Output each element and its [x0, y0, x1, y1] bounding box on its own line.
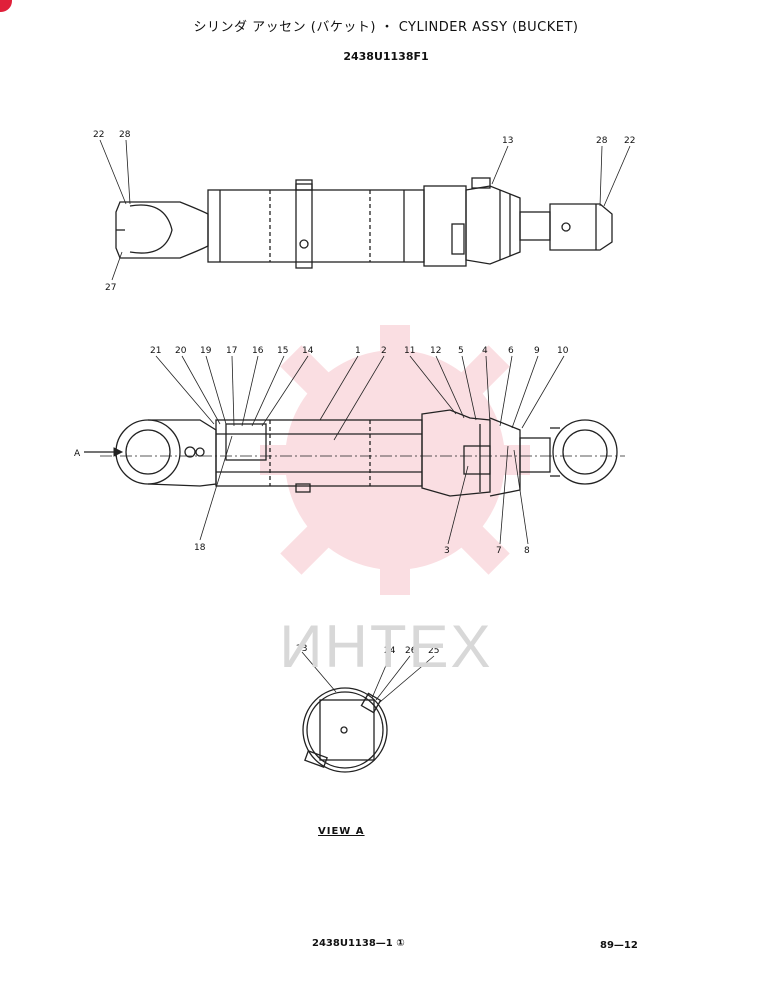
view-a-label: VIEW A: [318, 826, 365, 837]
callout-23: 23: [296, 644, 307, 654]
watermark-text: ИНТЕХ: [279, 613, 493, 680]
callout-9: 9: [534, 346, 540, 356]
arrow-a-label: A: [74, 449, 81, 459]
callout-3: 3: [444, 546, 450, 556]
callout-1: 1: [355, 346, 361, 356]
callout-10: 10: [557, 346, 569, 356]
callout-24: 24: [384, 646, 396, 656]
callout-27: 27: [105, 283, 116, 293]
callout-13: 13: [502, 136, 513, 146]
footer-page-number: 89—12: [600, 940, 638, 951]
callout-28-left: 28: [119, 130, 131, 140]
callout-numbers: 22 28 27 13 28 22 21 20 19 17 16 15 14 1…: [93, 130, 635, 656]
callout-19: 19: [200, 346, 212, 356]
callout-16: 16: [252, 346, 264, 356]
callout-11: 11: [404, 346, 415, 356]
callout-26: 26: [405, 646, 417, 656]
callout-14: 14: [302, 346, 314, 356]
callout-6: 6: [508, 346, 514, 356]
callout-8: 8: [524, 546, 530, 556]
callout-21: 21: [150, 346, 161, 356]
callout-25: 25: [428, 646, 439, 656]
callout-7: 7: [496, 546, 502, 556]
callout-4: 4: [482, 346, 488, 356]
leader-lines: [99, 139, 631, 703]
callout-28-right: 28: [596, 136, 608, 146]
callout-20: 20: [175, 346, 187, 356]
section-view: [100, 409, 625, 497]
callout-22-left: 22: [93, 130, 104, 140]
footer-drawing-code: 2438U1138—1 ①: [312, 938, 405, 949]
view-a: [302, 687, 388, 773]
callout-2: 2: [381, 346, 387, 356]
callout-22-right: 22: [624, 136, 635, 146]
callout-15: 15: [277, 346, 288, 356]
callout-5: 5: [458, 346, 464, 356]
drawing-title: シリンダ アッセン (バケット) ・ CYLINDER ASSY (BUCKET…: [193, 20, 579, 35]
view-a-arrow: [84, 447, 124, 457]
part-number: 2438U1138F1: [343, 50, 429, 63]
callout-18: 18: [194, 543, 206, 553]
callout-17: 17: [226, 346, 237, 356]
top-view: [115, 177, 613, 269]
callout-12: 12: [430, 346, 441, 356]
watermark-gear: [260, 325, 530, 595]
